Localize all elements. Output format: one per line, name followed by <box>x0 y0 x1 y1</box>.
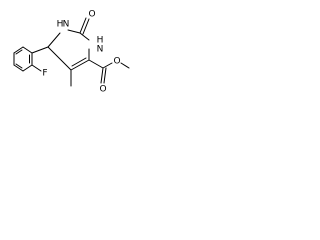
ring-bond <box>47 46 72 71</box>
ring-double-bond <box>15 49 23 55</box>
methoxy-bond <box>120 62 130 69</box>
ring-double-bond <box>15 63 23 69</box>
ester-single-bond <box>102 62 113 69</box>
ring-double-bond-inner <box>71 57 87 67</box>
nh-top-n-label: N <box>63 20 70 30</box>
c-f-bond <box>31 64 42 72</box>
ring-bond <box>67 29 81 34</box>
ester-single-oxygen-label: O <box>113 57 120 67</box>
ring-bond <box>47 32 61 48</box>
ring-bond <box>22 46 33 54</box>
nh-top-h-label: H <box>57 20 64 30</box>
fluorophenyl-ring <box>13 46 33 72</box>
phenyl-c4-bond <box>31 46 49 54</box>
ring-bond <box>13 64 24 72</box>
nh-right-n-label: N <box>97 45 104 55</box>
ester-carbonyl-bond <box>100 67 104 84</box>
fluorine-atom-label: F <box>42 69 47 79</box>
ring-bond <box>13 46 24 54</box>
ring-double-bond <box>70 59 90 71</box>
molecule-structure: F H N O H N O O <box>13 10 130 95</box>
ring-bond <box>22 64 33 72</box>
carbonyl-oxygen-label: O <box>88 10 95 20</box>
ester-carbonyl-bond <box>103 67 107 84</box>
c2-o-double-bond <box>82 18 90 35</box>
pyrimidine-ring <box>47 29 90 71</box>
ester-carbonyl-oxygen-label: O <box>99 85 106 95</box>
nh-right-h-label: H <box>97 36 104 46</box>
c6-ester-bond <box>88 59 104 69</box>
ring-bond <box>79 32 90 41</box>
c2-o-double-bond <box>79 17 87 34</box>
